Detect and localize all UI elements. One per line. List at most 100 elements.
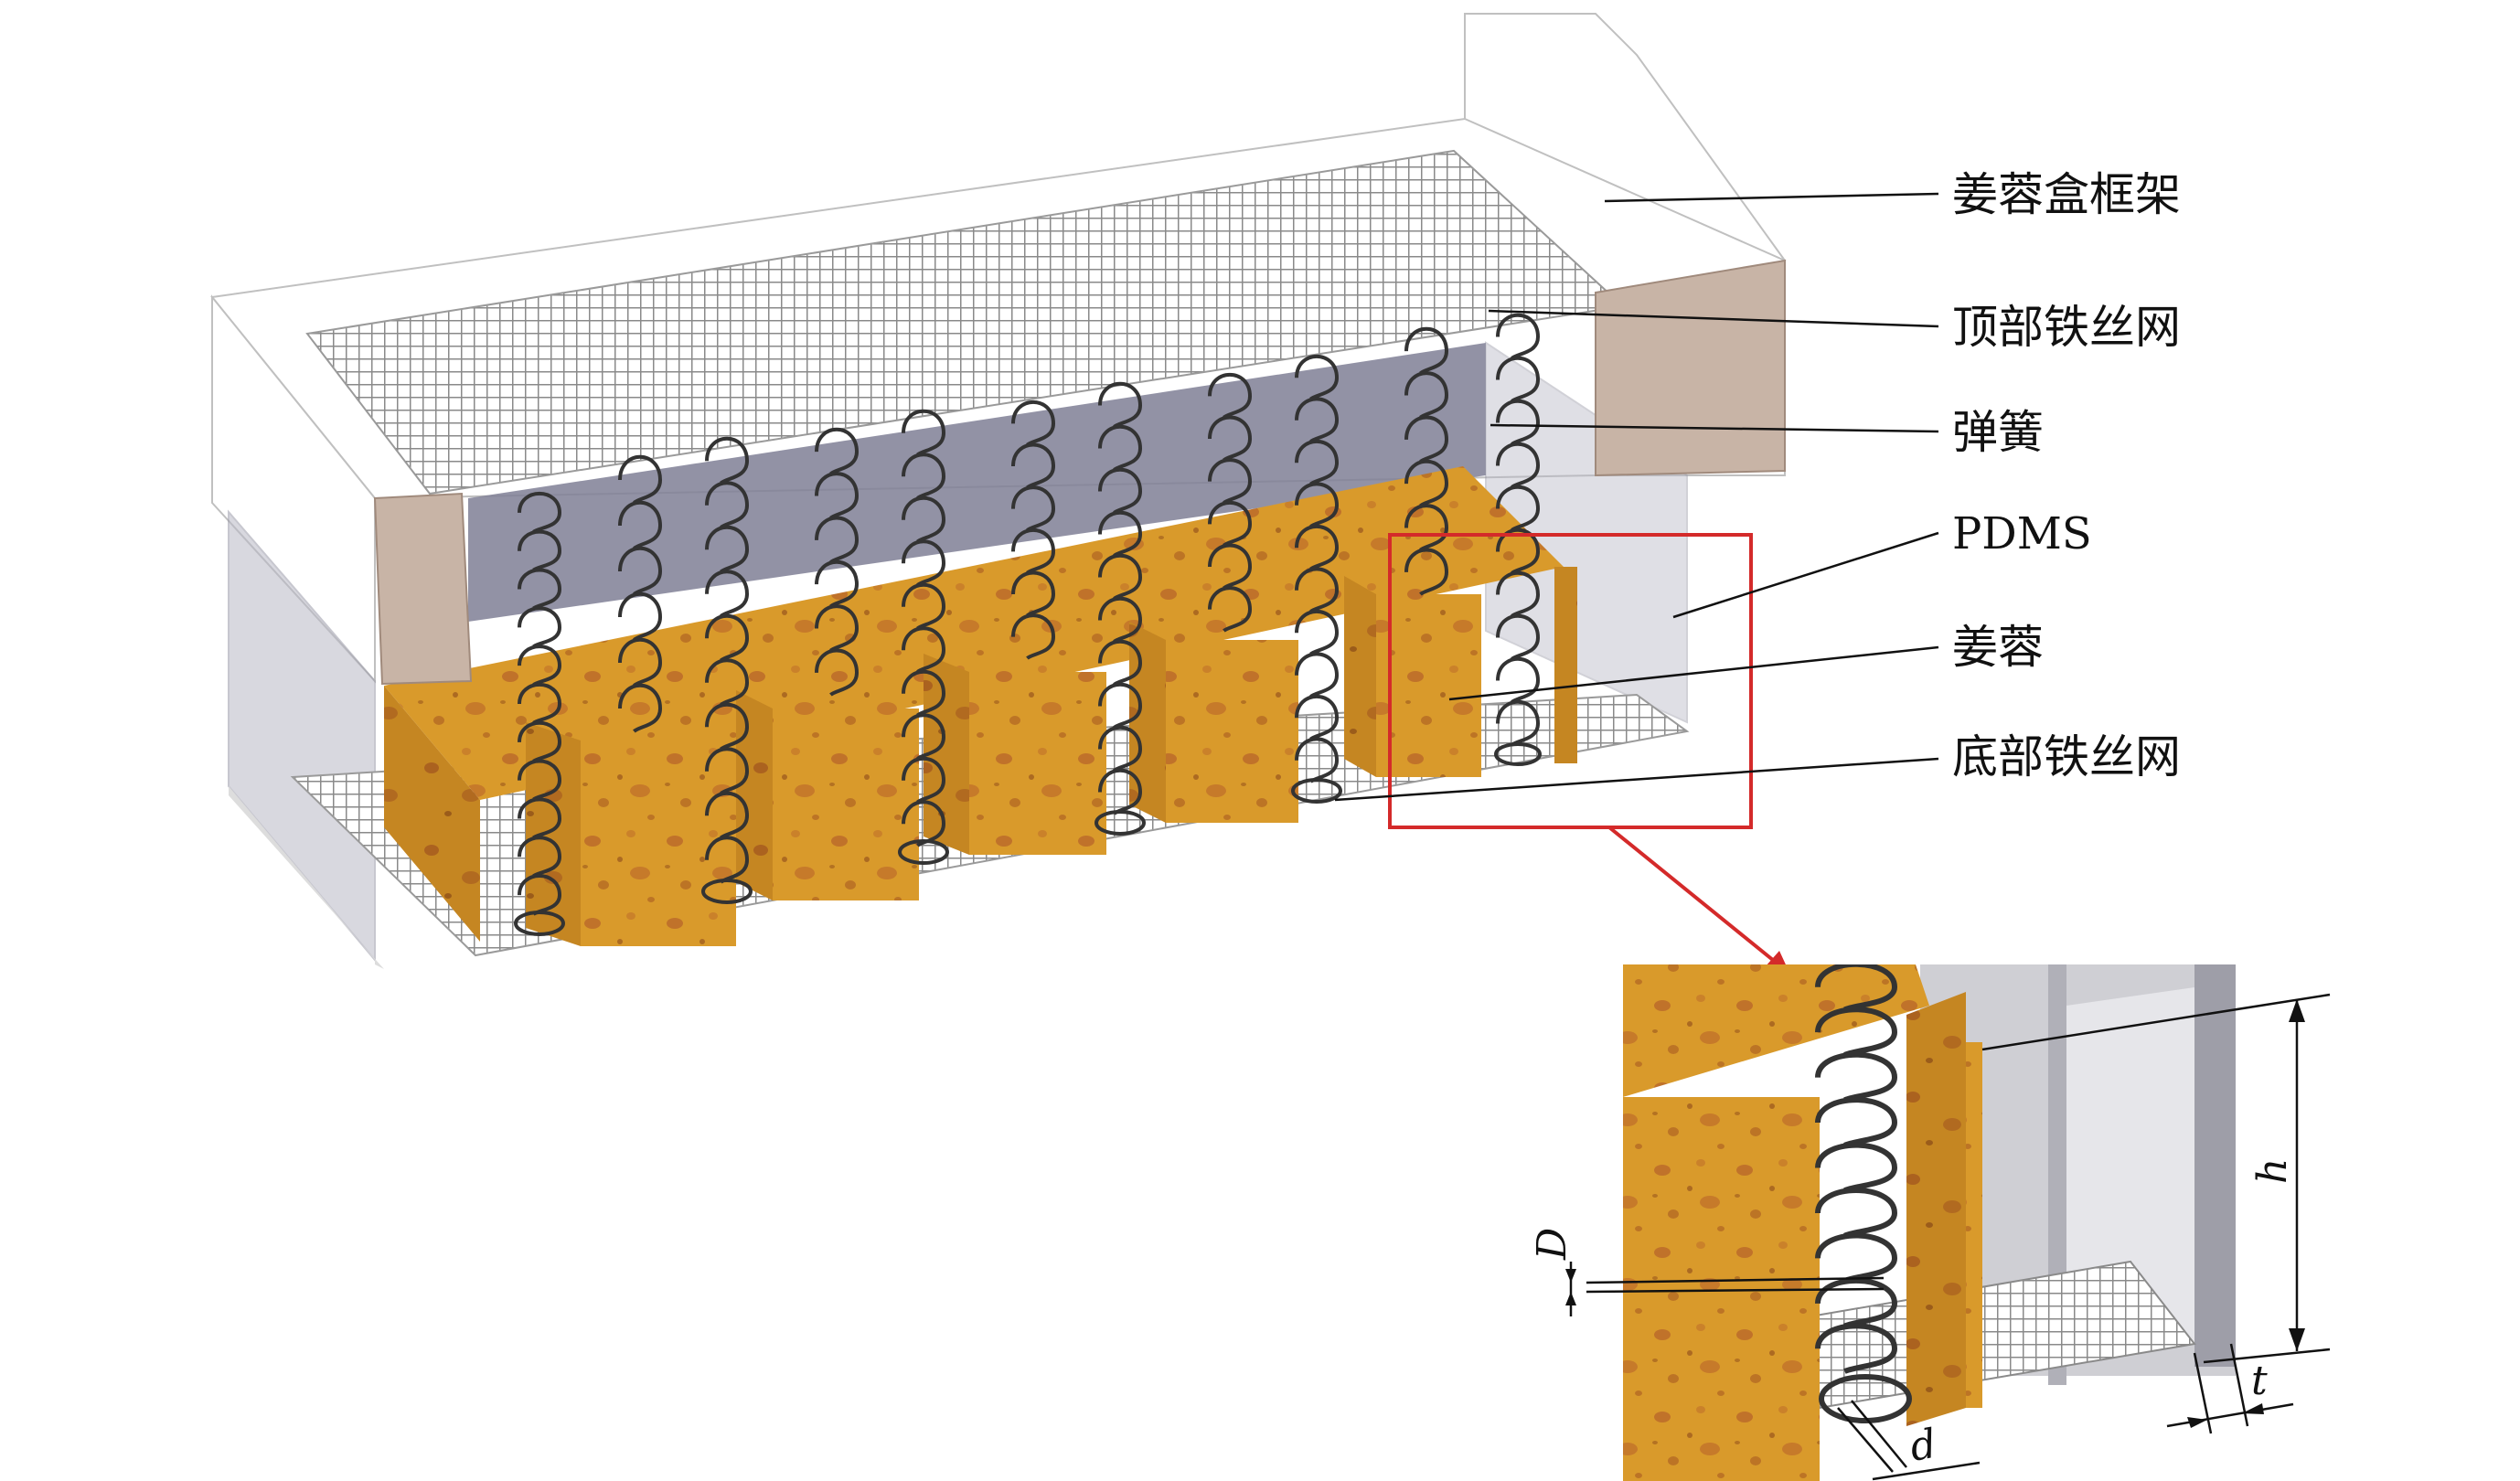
spring-coil [1011, 613, 1056, 660]
label-spring: 弹簧 [1952, 406, 2044, 459]
spring-ring [1494, 742, 1542, 766]
spring-coil [815, 428, 860, 476]
spring-coil [1815, 1278, 1898, 1329]
spring-coil [705, 703, 750, 751]
spring-coil [1815, 964, 1898, 1013]
frame-inner [2066, 987, 2194, 1353]
spring-coil [518, 720, 562, 763]
spring-coil [705, 481, 750, 529]
spring-coil [1295, 737, 1340, 783]
spring-ring [514, 911, 565, 936]
spring-coil [1496, 657, 1541, 704]
label-top-mesh: 顶部铁丝网 [1952, 301, 2181, 354]
spring-coil [902, 626, 946, 674]
spring-coil [705, 658, 750, 707]
ginger-block [773, 709, 919, 900]
spring-coil [815, 604, 860, 653]
spring-coil [1295, 567, 1340, 613]
inset-spring-ring [1819, 1374, 1912, 1423]
spring-coil [1011, 485, 1056, 532]
spring-coil [902, 453, 946, 500]
spring-coil [705, 526, 750, 574]
spring-coil [1295, 652, 1340, 698]
callout-labels: 姜蓉盒框架 顶部铁丝网 弹簧 PDMS 姜蓉 底部铁丝网 [1952, 168, 2181, 783]
spring-coil [518, 606, 562, 649]
spring-coil [1404, 460, 1449, 508]
spring-coil [518, 645, 562, 687]
frame-front-face [373, 492, 473, 686]
spring-coil [705, 747, 750, 795]
spring-coil [1815, 1142, 1898, 1194]
spring-coil [1295, 482, 1340, 528]
spring-coil [1496, 571, 1541, 618]
ginger-block [581, 740, 736, 946]
spring-coil [1098, 597, 1143, 644]
spring-ring [1094, 810, 1146, 836]
spring-coil [618, 547, 663, 596]
inset-spring [1815, 964, 1898, 1374]
spring-coil [705, 792, 750, 840]
dim-h-arrow-top [2289, 999, 2305, 1022]
spring-coil [1295, 525, 1340, 571]
dim-d-ext-left [1837, 1407, 1894, 1473]
inset-ginger-thin [1966, 1042, 1982, 1408]
spring-coil [1815, 1323, 1898, 1374]
spring-coil [705, 570, 750, 618]
spring-coil [1011, 570, 1056, 618]
spring-coil [1098, 511, 1143, 558]
ginger-block-side [1129, 622, 1166, 823]
spring-coil [1295, 397, 1340, 443]
spring-coil [1295, 440, 1340, 486]
spring-coil [1496, 485, 1541, 532]
spring-coil [902, 539, 946, 587]
spring-coil [1295, 610, 1340, 656]
dim-t-line [2166, 1402, 2294, 1428]
zoom-inset: h D d t [1529, 964, 2331, 1481]
spring-coil [1815, 1007, 1898, 1058]
spring-coil [1496, 314, 1541, 360]
spring-coil [1496, 700, 1541, 747]
callout-leaders [1334, 192, 1939, 802]
spring-coil [1404, 327, 1449, 376]
spring-coil [1496, 400, 1541, 446]
leader-top-mesh [1488, 309, 1939, 328]
spring-coil [518, 568, 562, 611]
spring-coil [902, 670, 946, 718]
spring-coil [1208, 586, 1253, 633]
spring-coil [1815, 1051, 1898, 1103]
spring-coil [902, 583, 946, 631]
spring-coil [1295, 695, 1340, 741]
zoom-highlight-box [1388, 533, 1753, 829]
dim-d-ext-right [1851, 1400, 1907, 1468]
spring-coil [1208, 543, 1253, 591]
spring-coil [1496, 357, 1541, 403]
label-bottom-mesh: 底部铁丝网 [1952, 730, 2181, 783]
spring-coil [1011, 442, 1056, 490]
spring-coil [1098, 382, 1143, 429]
dim-D-arrow-top [1565, 1269, 1576, 1283]
spring-coil [1098, 425, 1143, 472]
spring-coil [1011, 400, 1056, 447]
dim-h-ext-bottom [2203, 1348, 2331, 1364]
spring-coil [1815, 1232, 1898, 1284]
leader-ginger [1448, 645, 1939, 701]
dim-t-arrow-right [2242, 1403, 2264, 1414]
label-ginger: 姜蓉 [1952, 621, 2044, 674]
dim-h-label: h [2249, 1158, 2296, 1184]
ginger-block-side [526, 722, 581, 946]
spring-coil [815, 648, 860, 697]
spring-coil [902, 410, 946, 457]
spring-coil [1404, 504, 1449, 552]
ginger-block [1376, 594, 1481, 777]
ginger-left-side [384, 686, 480, 942]
spring-coil [705, 437, 750, 485]
spring-coil [618, 455, 663, 505]
main-assembly [210, 13, 1790, 975]
spring-coil [1208, 373, 1253, 420]
leader-bottom-mesh [1334, 757, 1939, 802]
spring-coil [815, 560, 860, 609]
leader-spring [1490, 423, 1939, 433]
spring-coil [618, 592, 663, 642]
spring-coil [902, 757, 946, 804]
